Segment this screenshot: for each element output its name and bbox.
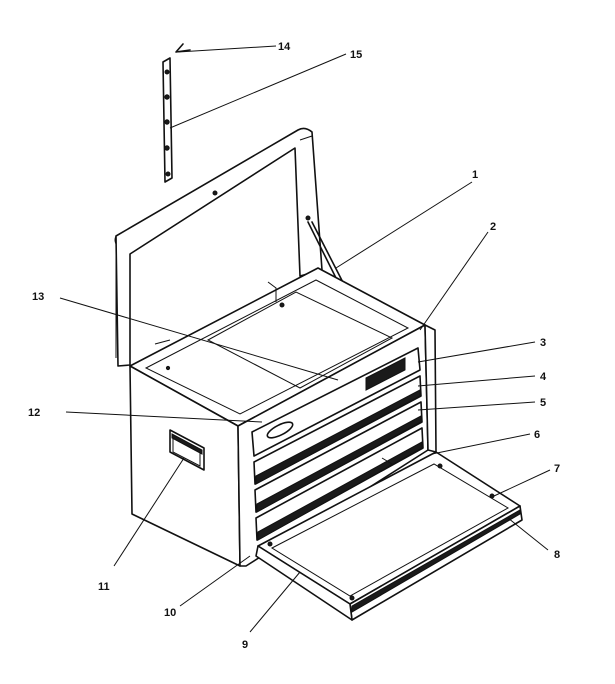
callout-14: 14 xyxy=(278,41,291,53)
callout-8: 8 xyxy=(554,549,560,561)
callout-4: 4 xyxy=(540,371,547,383)
hinge-strip xyxy=(162,57,173,183)
callout-2: 2 xyxy=(490,221,496,233)
drawer-2 xyxy=(253,375,422,485)
bottom-drawer-open xyxy=(255,451,523,621)
callout-3: 3 xyxy=(540,337,546,349)
callout-6: 6 xyxy=(534,429,540,441)
hinge-screw xyxy=(175,43,191,53)
lid xyxy=(114,127,323,367)
callout-15: 15 xyxy=(350,49,362,61)
leader-lines xyxy=(59,45,551,633)
callout-7: 7 xyxy=(554,463,560,475)
drawer-4 xyxy=(255,427,424,541)
callout-13: 13 xyxy=(32,291,44,303)
callout-9: 9 xyxy=(242,639,248,651)
callout-10: 10 xyxy=(164,607,176,619)
callout-5: 5 xyxy=(540,397,546,409)
side-handle xyxy=(171,433,203,455)
drawer-1 xyxy=(251,347,421,457)
callout-12: 12 xyxy=(28,407,40,419)
callout-1: 1 xyxy=(472,169,478,181)
callout-11: 11 xyxy=(98,581,110,593)
drawer-3 xyxy=(254,401,423,513)
